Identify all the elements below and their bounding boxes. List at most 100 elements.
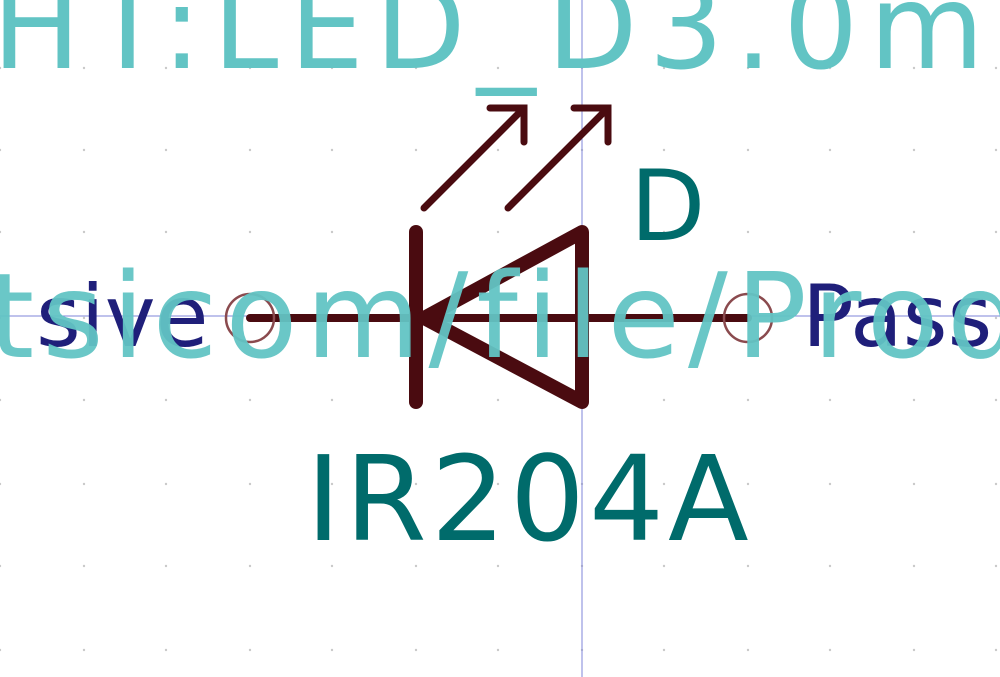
- reference-designator[interactable]: D: [630, 150, 705, 264]
- grid-dot: [82, 230, 86, 234]
- grid-dot: [0, 482, 2, 486]
- grid-dot: [496, 564, 500, 568]
- light-emission-arrows-icon: [420, 104, 612, 212]
- value-field[interactable]: IR204A: [306, 430, 753, 568]
- grid-dot: [912, 482, 916, 486]
- grid-dot: [496, 148, 500, 152]
- grid-dot: [828, 564, 832, 568]
- grid-dot: [828, 398, 832, 402]
- right-pin-end[interactable]: [722, 292, 774, 344]
- grid-dot: [496, 648, 500, 652]
- grid-dot: [330, 66, 334, 70]
- grid-dot: [662, 482, 666, 486]
- grid-dot: [828, 148, 832, 152]
- grid-dot: [746, 398, 750, 402]
- grid-dot: [248, 148, 252, 152]
- grid-dot: [912, 148, 916, 152]
- grid-dot: [662, 230, 666, 234]
- grid-dot: [496, 66, 500, 70]
- led-diode-icon: [417, 225, 589, 409]
- grid-dot: [414, 66, 418, 70]
- grid-dot: [912, 316, 916, 320]
- grid-dot: [746, 148, 750, 152]
- grid-dot: [828, 316, 832, 320]
- grid-dot: [0, 564, 2, 568]
- grid-dot: [994, 148, 998, 152]
- grid-dot: [912, 564, 916, 568]
- grid-dot: [994, 316, 998, 320]
- grid-dot: [0, 66, 2, 70]
- grid-dot: [330, 148, 334, 152]
- grid-dot: [248, 398, 252, 402]
- grid-dot: [164, 148, 168, 152]
- grid-dot: [994, 648, 998, 652]
- left-pin-end[interactable]: [224, 292, 276, 344]
- grid-dot: [330, 648, 334, 652]
- grid-dot: [912, 230, 916, 234]
- grid-dot: [330, 398, 334, 402]
- grid-dot: [82, 564, 86, 568]
- grid-dot: [496, 482, 500, 486]
- grid-dot: [746, 482, 750, 486]
- grid-dot: [414, 148, 418, 152]
- grid-dot: [248, 648, 252, 652]
- grid-dot: [164, 230, 168, 234]
- grid-dot: [0, 230, 2, 234]
- grid-dot: [414, 564, 418, 568]
- grid-dot: [330, 230, 334, 234]
- emission-arrow-1-shaft: [420, 104, 528, 212]
- grid-dot: [662, 398, 666, 402]
- grid-dot: [994, 564, 998, 568]
- grid-dot: [248, 482, 252, 486]
- grid-dot: [330, 482, 334, 486]
- grid-dot: [82, 66, 86, 70]
- grid-dot: [414, 482, 418, 486]
- grid-dot: [746, 230, 750, 234]
- grid-dot: [828, 482, 832, 486]
- grid-dot: [662, 66, 666, 70]
- emission-arrow-1-head: [486, 104, 528, 146]
- grid-dot: [82, 648, 86, 652]
- grid-dot: [164, 648, 168, 652]
- grid-dot: [164, 316, 168, 320]
- emission-arrow-2-head: [570, 104, 612, 146]
- grid-dot: [496, 230, 500, 234]
- grid-dot: [248, 564, 252, 568]
- grid-dot: [828, 648, 832, 652]
- grid-dot: [994, 398, 998, 402]
- grid-dot: [82, 148, 86, 152]
- grid-dot: [164, 66, 168, 70]
- grid-dot: [164, 564, 168, 568]
- grid-dot: [912, 648, 916, 652]
- grid-dot: [248, 230, 252, 234]
- grid-dot: [828, 66, 832, 70]
- grid-dot: [912, 66, 916, 70]
- grid-dot: [746, 66, 750, 70]
- grid-dot: [82, 398, 86, 402]
- datasheet-field-text[interactable]: tsicom/file/Prod: [0, 247, 1000, 385]
- grid-dot: [746, 648, 750, 652]
- grid-dot: [662, 564, 666, 568]
- grid-dot: [82, 482, 86, 486]
- grid-dot: [330, 564, 334, 568]
- grid-dot: [0, 316, 2, 320]
- grid-dot: [0, 398, 2, 402]
- grid-dot: [0, 648, 2, 652]
- grid-dot: [164, 482, 168, 486]
- footprint-field-text[interactable]: HT:LED_D3.0mm_: [0, 0, 1000, 96]
- grid-dot: [0, 148, 2, 152]
- grid-dot: [912, 398, 916, 402]
- led-symbol[interactable]: [224, 104, 774, 409]
- right-pin-type-label: Pass: [802, 267, 992, 367]
- grid-dot: [994, 482, 998, 486]
- grid-dot: [746, 564, 750, 568]
- grid-dot: [994, 230, 998, 234]
- grid-dot: [828, 230, 832, 234]
- grid-dot: [414, 648, 418, 652]
- grid-dot: [994, 66, 998, 70]
- grid-dot: [82, 316, 86, 320]
- grid-dot: [164, 398, 168, 402]
- emission-arrow-2-shaft: [504, 104, 612, 212]
